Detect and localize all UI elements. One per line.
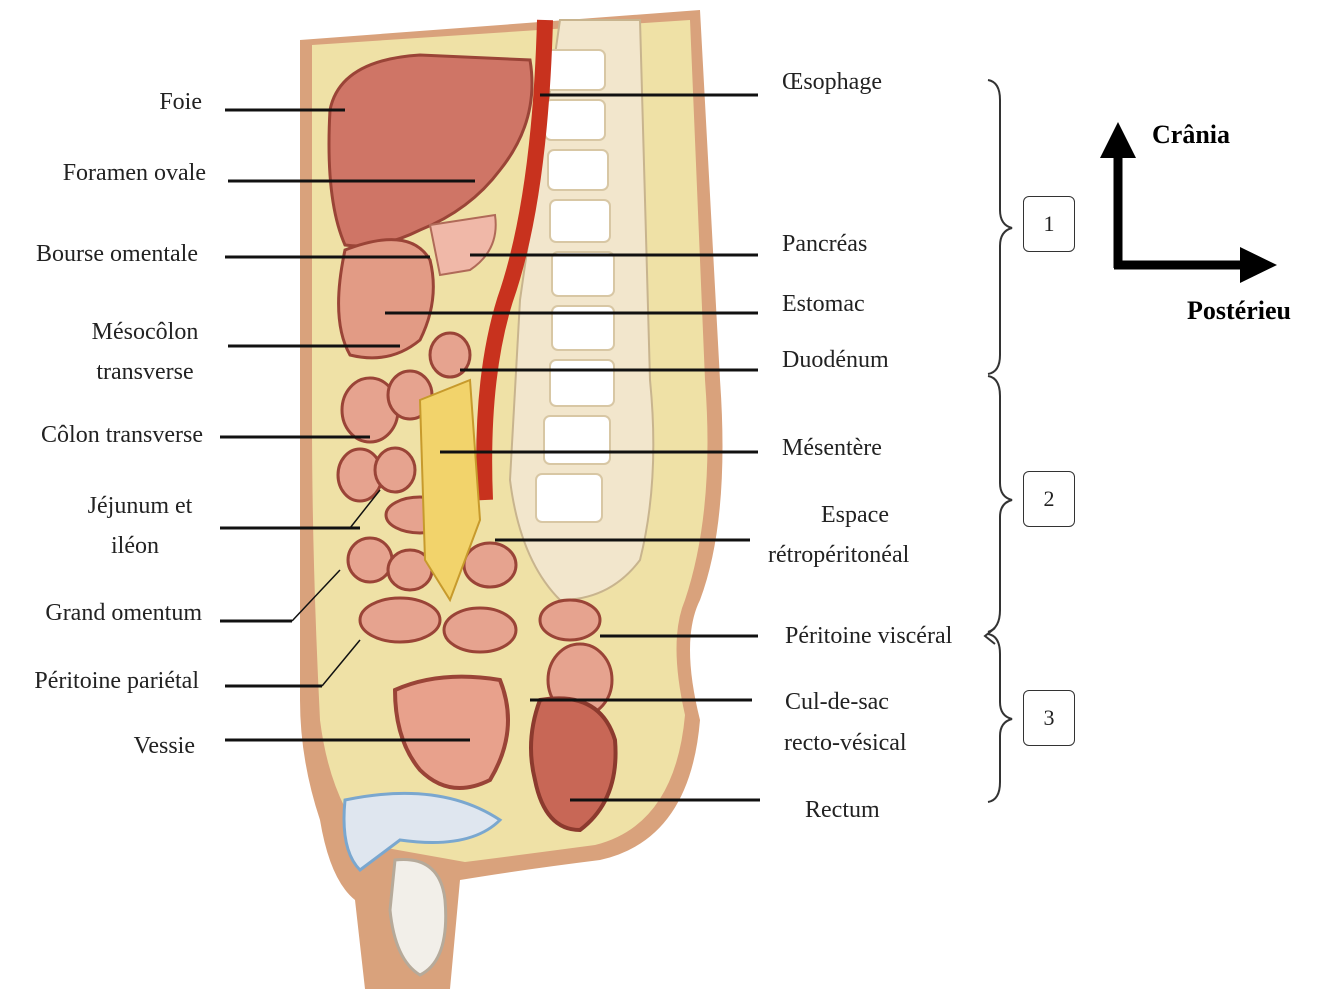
label-oesophage: Œsophage — [782, 62, 882, 102]
label-mesocolon-line1: Mésocôlon — [60, 312, 230, 352]
label-espace-line2: rétropéritonéal — [768, 535, 909, 575]
label-grand-omentum: Grand omentum — [5, 593, 202, 633]
orientation-right-label: Postérieu — [1187, 296, 1291, 326]
label-estomac: Estomac — [782, 284, 865, 324]
label-culdesac-line2: recto-vésical — [784, 723, 907, 763]
cranial-arrowhead — [1100, 122, 1136, 158]
label-mesentere: Mésentère — [782, 428, 882, 468]
label-pancreas: Pancréas — [782, 224, 867, 264]
region-braces — [985, 80, 1012, 802]
label-vessie: Vessie — [40, 726, 195, 766]
posterior-arrowhead — [1240, 247, 1277, 283]
brace-3 — [988, 634, 1012, 802]
label-duodenum: Duodénum — [782, 340, 889, 380]
label-jejunum-line1: Jéjunum et — [60, 486, 220, 526]
brace-2 — [988, 376, 1012, 632]
sagittal-section-illustration — [300, 10, 723, 989]
label-foramen-ovale: Foramen ovale — [10, 153, 206, 193]
label-peritoine-visceral: Péritoine viscéral — [785, 616, 952, 656]
label-colon-transverse: Côlon transverse — [5, 415, 203, 455]
label-jejunum-line2: iléon — [60, 526, 210, 566]
region-box-2: 2 — [1023, 471, 1075, 527]
label-rectum: Rectum — [805, 790, 880, 830]
label-bourse-omentale: Bourse omentale — [5, 234, 198, 274]
label-foie: Foie — [40, 82, 202, 122]
region-box-3: 3 — [1023, 690, 1075, 746]
label-culdesac-line1: Cul-de-sac — [785, 682, 889, 722]
label-espace-line1: Espace — [770, 495, 940, 535]
orientation-up-label: Crânia — [1152, 120, 1230, 150]
label-mesocolon-line2: transverse — [60, 352, 230, 392]
brace-1 — [988, 80, 1012, 374]
label-peritoine-parietal: Péritoine pariétal — [2, 661, 199, 701]
region-box-1: 1 — [1023, 196, 1075, 252]
